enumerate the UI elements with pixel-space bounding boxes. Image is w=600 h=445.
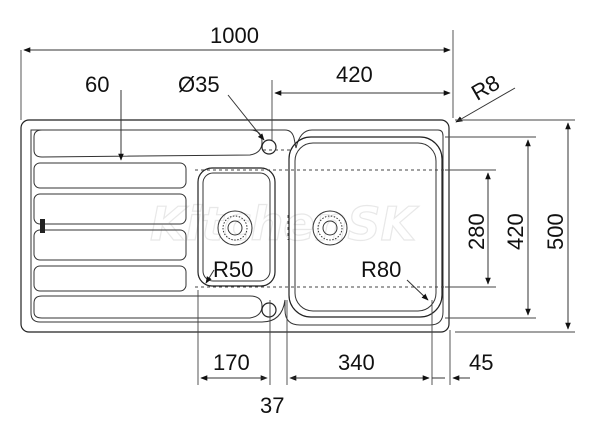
label-420-right: 420 (503, 213, 528, 250)
label-45: 45 (469, 350, 493, 375)
tap-hole-bottom (261, 302, 277, 318)
dim-tap-hole: Ø35 (178, 72, 265, 141)
dim-vertical-right: 280 420 500 (445, 119, 575, 333)
main-bowl (287, 136, 443, 318)
dim-corner-radius: R8 (455, 70, 516, 123)
dim-small-bowl-radius: R50 (205, 257, 253, 284)
small-bowl-drain (217, 210, 253, 246)
tap-hole-top (261, 139, 277, 155)
watermark-text: KitchenSK (150, 197, 419, 251)
overflow-slot (40, 219, 45, 233)
label-420-top: 420 (336, 62, 373, 87)
label-170: 170 (213, 350, 250, 375)
label-1000: 1000 (210, 23, 259, 48)
label-500: 500 (543, 213, 568, 250)
label-280: 280 (464, 213, 489, 250)
sink-outline (20, 119, 450, 333)
drainer-area (33, 129, 263, 319)
label-340: 340 (338, 350, 375, 375)
main-bowl-drain (312, 210, 348, 246)
small-bowl (197, 167, 276, 287)
dim-drainer-offset: 60 (85, 72, 124, 161)
label-r50: R50 (213, 257, 253, 282)
reference-lines (195, 149, 470, 288)
label-60: 60 (85, 72, 109, 97)
label-37: 37 (260, 393, 284, 418)
dim-main-bowl-width: 420 (271, 62, 451, 140)
label-r80: R80 (361, 257, 401, 282)
dim-bottom: 170 340 45 37 (197, 290, 493, 418)
dim-main-bowl-radius: R80 (361, 257, 429, 301)
dim-overall-length: 1000 (20, 23, 454, 120)
label-dia35: Ø35 (178, 72, 220, 97)
label-r8: R8 (467, 70, 504, 106)
